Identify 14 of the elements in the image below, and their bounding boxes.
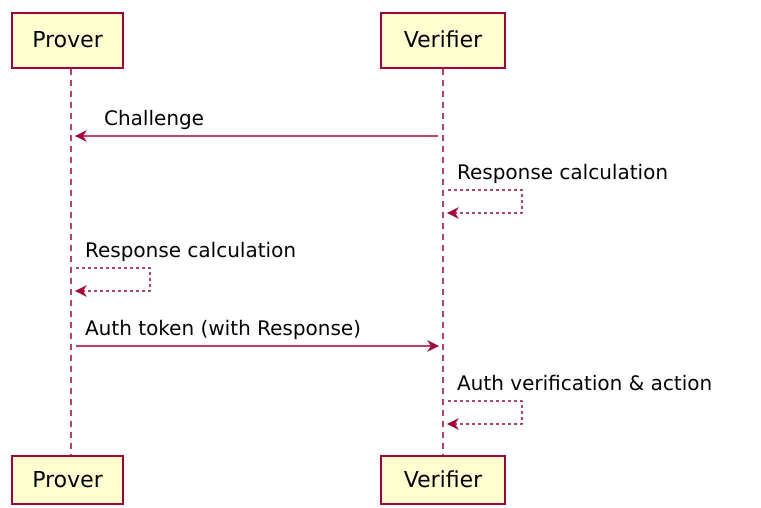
self-message-arrow: [447, 400, 523, 430]
participant-box: Verifier: [380, 12, 506, 69]
message-arrow: [76, 340, 439, 352]
message-arrow: [75, 130, 438, 142]
message-label: Response calculation: [457, 160, 668, 184]
message-label: Challenge: [104, 106, 204, 130]
self-message-arrow: [75, 267, 151, 297]
message-label: Auth verification & action: [457, 371, 712, 395]
self-message-arrow: [447, 189, 523, 219]
participant-box: Prover: [11, 455, 124, 505]
participant-box: Prover: [11, 12, 124, 69]
participant-box: Verifier: [380, 455, 506, 505]
message-label: Response calculation: [85, 238, 296, 262]
message-label: Auth token (with Response): [85, 316, 361, 340]
